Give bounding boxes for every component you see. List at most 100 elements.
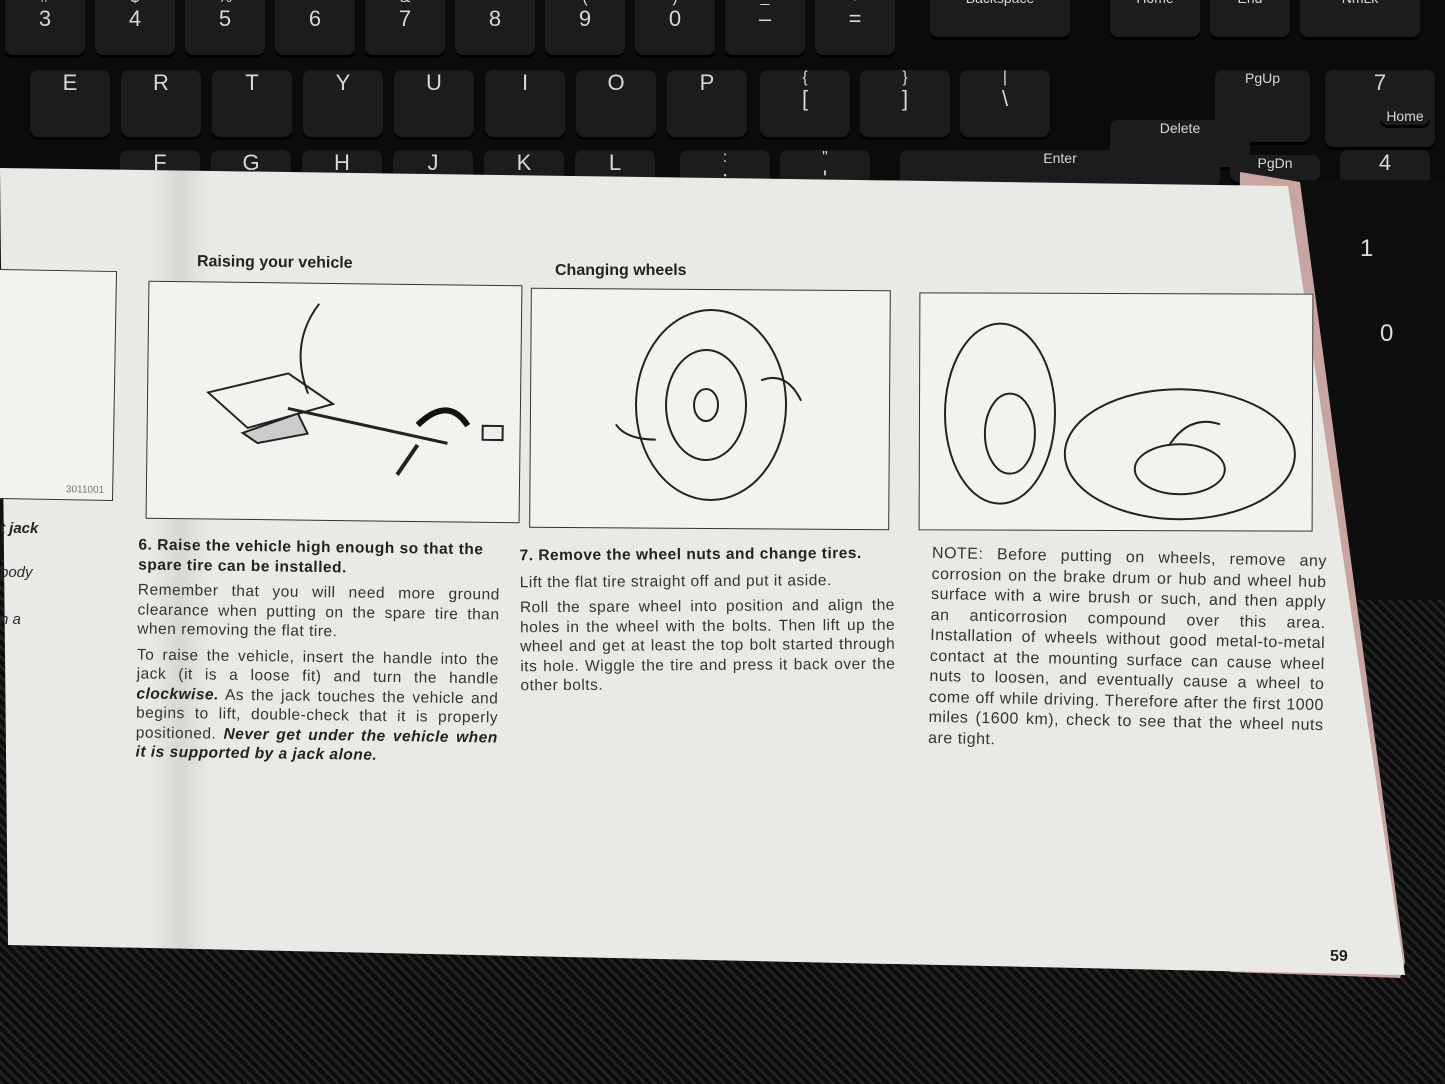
key-shift-label: } (902, 69, 908, 86)
hub-brush-icon (943, 322, 1296, 521)
key-label: I (521, 70, 529, 95)
key-label: P (699, 70, 715, 95)
figure-code: 3011001 (65, 484, 105, 496)
key-=[interactable]: += (815, 0, 895, 58)
left-fragment-3: n a (0, 611, 21, 628)
key-shift-label: # (5, 0, 85, 6)
key-7[interactable]: &7 (365, 0, 445, 58)
key-shift-label: ( (545, 0, 625, 6)
col1-text: 6. Raise the vehicle high enough so that… (135, 535, 500, 767)
key-t[interactable]: T (212, 70, 292, 140)
col1-para1: Remember that you will need more ground … (137, 581, 500, 641)
col1-para2: To raise the vehicle, insert the handle … (135, 645, 499, 767)
key-label: 7 (1373, 70, 1387, 95)
key-label: 8 (488, 6, 502, 31)
key-num0[interactable]: 0 (1380, 320, 1394, 347)
heading-changing-wheels: Changing wheels (555, 262, 687, 279)
left-page-figure: 3011001 (0, 268, 117, 502)
key-end[interactable]: End (1210, 0, 1290, 40)
key-o[interactable]: O (576, 70, 656, 140)
key-shift-label: : (722, 149, 728, 166)
keyboard: #3$4%5^6&7*8(9)0_–+=BackspaceHomeEndNmLk… (0, 0, 1445, 200)
step-7: 7. Remove the wheel nuts and change tire… (519, 544, 862, 565)
key-label: E (62, 70, 78, 95)
key-label: Home (1386, 108, 1424, 124)
key-num1[interactable]: 1 (1360, 235, 1374, 262)
key-0[interactable]: )0 (635, 0, 715, 58)
col1-para2-a: To raise the vehicle, insert the handle … (136, 645, 500, 688)
key-label: 0 (668, 6, 682, 31)
key-label: 5 (218, 6, 232, 31)
key-i[interactable]: I (485, 70, 565, 140)
key-label: R (153, 70, 169, 95)
note-text: NOTE: Before putting on wheels, remove a… (927, 544, 1328, 748)
key-label: Y (335, 70, 351, 95)
key-8[interactable]: *8 (455, 0, 535, 58)
key-label: K (516, 150, 532, 175)
jack-illustration (145, 280, 523, 524)
key-label: U (426, 70, 442, 95)
key-shift-label: { (802, 69, 808, 86)
key-label: G (242, 150, 260, 175)
key-label: H (334, 150, 350, 175)
key-label: [ (801, 86, 809, 111)
key-shift-label: " (822, 149, 828, 166)
key-label: F (153, 150, 167, 175)
key-home[interactable]: Home (1110, 0, 1200, 40)
key-e[interactable]: E (30, 70, 110, 140)
key-shift-label: & (365, 0, 445, 6)
key-label: – (758, 6, 772, 31)
key-nmlk[interactable]: NmLk (1300, 0, 1420, 40)
key-y[interactable]: Y (303, 70, 383, 140)
heading-raising-vehicle: Raising your vehicle (196, 253, 353, 272)
key-u[interactable]: U (394, 70, 474, 140)
key-6[interactable]: ^6 (275, 0, 355, 58)
step-6: 6. Raise the vehicle high enough so that… (138, 536, 484, 576)
key-9[interactable]: (9 (545, 0, 625, 58)
key-label: 3 (38, 6, 52, 31)
key-5[interactable]: %5 (185, 0, 265, 58)
key-label: NmLk (1342, 0, 1379, 6)
key-label: \ (1001, 86, 1009, 111)
key-num7-home[interactable]: Home (1380, 108, 1430, 128)
hub-cleaning-illustration (918, 292, 1314, 532)
wheel-icon (615, 309, 802, 502)
key-bracket-2[interactable]: |\ (960, 70, 1050, 140)
page-number: 59 (1330, 948, 1348, 965)
col2-para1: Lift the flat tire straight off and put … (519, 571, 832, 591)
left-fragment-1: t jack (0, 520, 39, 537)
key-label: 7 (398, 6, 412, 31)
col1-para2-b: clockwise. (136, 684, 220, 704)
key-label: = (848, 6, 862, 31)
key-shift-label: _ (725, 0, 805, 6)
key-label: End (1238, 0, 1263, 6)
key-label: Home (1136, 0, 1173, 6)
col2-para2: Roll the spare wheel into position and a… (519, 596, 896, 695)
key-label: O (607, 70, 625, 95)
key-r[interactable]: R (121, 70, 201, 140)
left-fragment-2: body (0, 564, 33, 581)
key-bracket-0[interactable]: {[ (760, 70, 850, 140)
key-label: J (427, 150, 439, 175)
key-shift-label: ^ (275, 0, 355, 6)
key-label: 9 (578, 6, 592, 31)
jack-handle-icon (206, 303, 504, 476)
key-backspace[interactable]: Backspace (930, 0, 1070, 40)
key-label: PgUp (1244, 70, 1281, 86)
key-shift-label: % (185, 0, 265, 6)
key-shift-label: * (455, 0, 535, 6)
key-shift-label: + (815, 0, 895, 6)
key-shift-label: ) (635, 0, 715, 6)
key-bracket-1[interactable]: }] (860, 70, 950, 140)
key-label: Backspace (966, 0, 1034, 6)
col2-text: 7. Remove the wheel nuts and change tire… (519, 544, 895, 696)
key-label: Enter (1043, 150, 1077, 166)
key-4[interactable]: $4 (95, 0, 175, 58)
key-p[interactable]: P (667, 70, 747, 140)
key-–[interactable]: _– (725, 0, 805, 58)
key-3[interactable]: #3 (5, 0, 85, 58)
key-shift-label: $ (95, 0, 175, 6)
key-label: L (608, 150, 622, 175)
key-label: PgDn (1257, 155, 1293, 171)
key-num7[interactable]: 7 (1325, 70, 1435, 150)
